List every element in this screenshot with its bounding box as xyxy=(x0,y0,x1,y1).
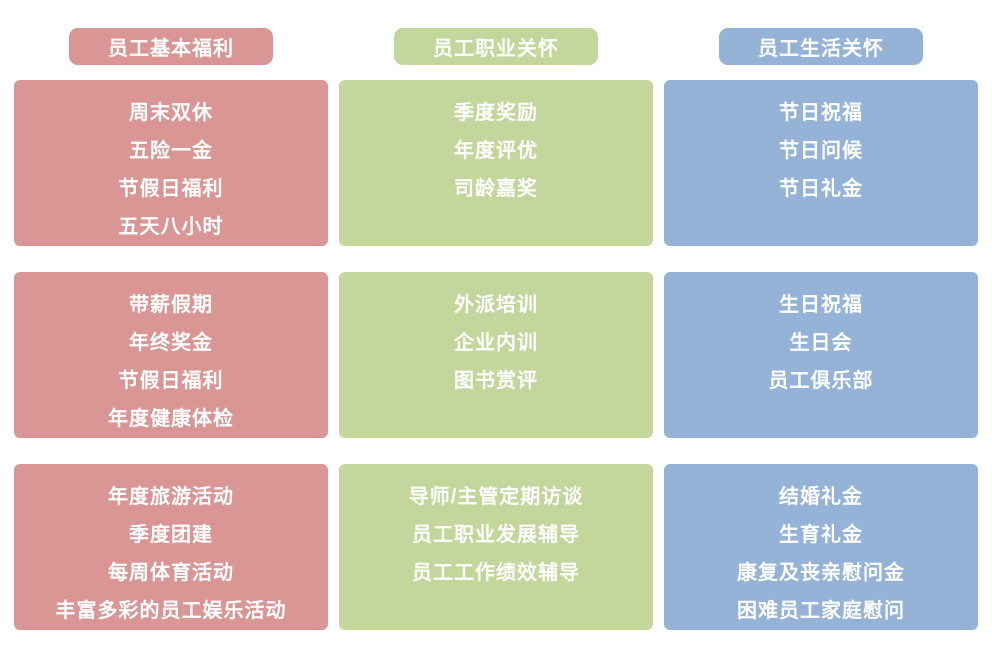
benefit-item: 节日祝福 xyxy=(779,102,863,124)
benefit-item: 导师/主管定期访谈 xyxy=(408,486,584,508)
benefit-item: 带薪假期 xyxy=(129,294,213,316)
benefit-item: 康复及丧亲慰问金 xyxy=(737,562,905,584)
benefit-box-life-2: 生日祝福 生日会 员工俱乐部 xyxy=(664,272,978,438)
benefit-item: 年终奖金 xyxy=(129,332,213,354)
header-row-basic: 员工基本福利 xyxy=(14,0,328,80)
benefit-item: 周末双休 xyxy=(129,102,213,124)
benefit-item: 季度团建 xyxy=(129,524,213,546)
benefit-item: 员工工作绩效辅导 xyxy=(412,562,580,584)
benefit-box-career-1: 季度奖励 年度评优 司龄嘉奖 xyxy=(339,80,653,246)
benefit-box-life-3: 结婚礼金 生育礼金 康复及丧亲慰问金 困难员工家庭慰问 xyxy=(664,464,978,630)
column-header-life: 员工生活关怀 xyxy=(719,28,923,65)
benefit-item: 外派培训 xyxy=(454,294,538,316)
column-header-basic: 员工基本福利 xyxy=(69,28,273,65)
benefit-item: 节日礼金 xyxy=(779,178,863,200)
benefits-grid: 员工基本福利 周末双休 五险一金 节假日福利 五天八小时 带薪假期 年终奖金 节… xyxy=(14,0,978,630)
benefit-item: 企业内训 xyxy=(454,332,538,354)
benefit-item: 图书赏评 xyxy=(454,370,538,392)
column-career-care: 员工职业关怀 季度奖励 年度评优 司龄嘉奖 外派培训 企业内训 图书赏评 导师/… xyxy=(339,0,653,630)
benefit-item: 年度旅游活动 xyxy=(108,486,234,508)
benefit-item: 生日会 xyxy=(789,332,853,354)
benefit-box-basic-1: 周末双休 五险一金 节假日福利 五天八小时 xyxy=(14,80,328,246)
benefit-box-career-2: 外派培训 企业内训 图书赏评 xyxy=(339,272,653,438)
benefit-box-basic-3: 年度旅游活动 季度团建 每周体育活动 丰富多彩的员工娱乐活动 xyxy=(14,464,328,630)
header-row-career: 员工职业关怀 xyxy=(339,0,653,80)
benefit-item: 员工俱乐部 xyxy=(768,370,874,392)
benefit-item: 每周体育活动 xyxy=(108,562,234,584)
benefit-item: 生日祝福 xyxy=(779,294,863,316)
benefit-item: 困难员工家庭慰问 xyxy=(737,600,905,622)
column-life-care: 员工生活关怀 节日祝福 节日问候 节日礼金 生日祝福 生日会 员工俱乐部 结婚礼… xyxy=(664,0,978,630)
benefit-item: 司龄嘉奖 xyxy=(454,178,538,200)
benefit-item: 五险一金 xyxy=(129,140,213,162)
benefit-box-career-3: 导师/主管定期访谈 员工职业发展辅导 员工工作绩效辅导 xyxy=(339,464,653,630)
benefit-item: 五天八小时 xyxy=(118,216,224,238)
benefit-item: 季度奖励 xyxy=(454,102,538,124)
benefit-item: 节假日福利 xyxy=(118,370,224,392)
benefit-item: 年度健康体检 xyxy=(108,408,234,430)
column-header-career: 员工职业关怀 xyxy=(394,28,598,65)
column-basic-benefits: 员工基本福利 周末双休 五险一金 节假日福利 五天八小时 带薪假期 年终奖金 节… xyxy=(14,0,328,630)
benefit-item: 节假日福利 xyxy=(118,178,224,200)
header-row-life: 员工生活关怀 xyxy=(664,0,978,80)
benefit-item: 员工职业发展辅导 xyxy=(412,524,580,546)
benefit-item: 节日问候 xyxy=(779,140,863,162)
benefit-item: 结婚礼金 xyxy=(779,486,863,508)
benefit-item: 生育礼金 xyxy=(779,524,863,546)
benefit-item: 年度评优 xyxy=(454,140,538,162)
benefit-item: 丰富多彩的员工娱乐活动 xyxy=(55,600,287,622)
benefit-box-basic-2: 带薪假期 年终奖金 节假日福利 年度健康体检 xyxy=(14,272,328,438)
benefit-box-life-1: 节日祝福 节日问候 节日礼金 xyxy=(664,80,978,246)
